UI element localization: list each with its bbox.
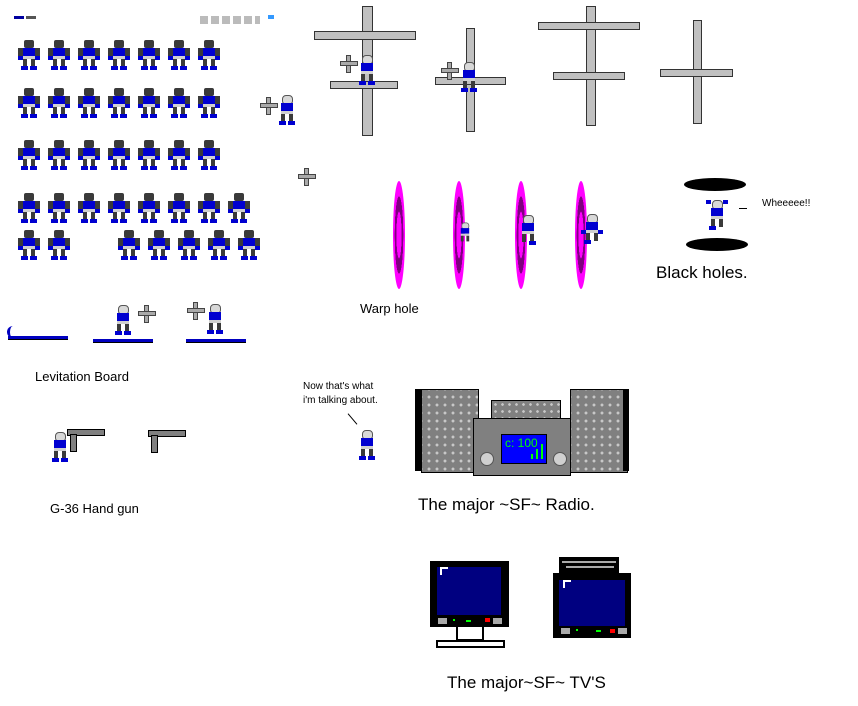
robot-sprite (138, 40, 160, 70)
robot-sprite (238, 230, 260, 260)
radio-knob-left (480, 452, 494, 466)
black-holes-label: Black holes. (656, 263, 748, 282)
robot-sprite (198, 40, 220, 70)
warp-hole-2 (453, 181, 465, 289)
shuriken-icon (187, 302, 205, 320)
board-tip (7, 326, 14, 338)
robot-sprite-with-gun (49, 432, 71, 462)
robot-sprite (208, 230, 230, 260)
robot-sprite (118, 230, 140, 260)
robot-sprite (18, 193, 40, 223)
robot-sprite (178, 230, 200, 260)
robot-sprite (18, 140, 40, 170)
robot-sprite (78, 88, 100, 118)
palette-swatch (268, 15, 274, 19)
robot-sprite (18, 88, 40, 118)
radio-knob-right (553, 452, 567, 466)
hand-gun-label: G-36 Hand gun (50, 501, 139, 516)
robot-sprite-falling (706, 200, 728, 230)
speech-line-1: Now that's what (303, 381, 374, 392)
shuriken-icon (441, 62, 459, 80)
robot-sprite (168, 88, 190, 118)
speech-tick (347, 413, 358, 425)
robot-sprite-arms-crossed (356, 430, 378, 460)
radio-speaker-left (421, 389, 479, 473)
robot-sprite (78, 140, 100, 170)
helmet-icons (200, 16, 260, 24)
hand-gun-grip (151, 435, 158, 453)
wheee-text: Wheeeee!! (762, 198, 811, 209)
robot-sprite (138, 88, 160, 118)
robot-sprite (108, 40, 130, 70)
radio-top (491, 400, 561, 420)
tv-box-top (559, 557, 619, 573)
levitation-board (8, 336, 68, 340)
robot-sprite-on-board (204, 304, 226, 334)
palette-swatch (26, 16, 36, 19)
robot-sprite (18, 40, 40, 70)
hand-gun-barrel (148, 430, 186, 437)
robot-sprite (48, 193, 70, 223)
robot-sprite-on-cross (356, 55, 378, 85)
levitation-board (186, 339, 246, 343)
robot-sprite (198, 88, 220, 118)
robot-sprite-warping (581, 214, 603, 244)
shuriken-icon (298, 168, 316, 186)
robot-sprite (48, 140, 70, 170)
levitation-board (93, 339, 153, 343)
robot-sprite (48, 40, 70, 70)
robot-sprite (168, 140, 190, 170)
shuriken-icon (138, 305, 156, 323)
warp-hole-4 (575, 181, 587, 289)
robot-sprite (168, 40, 190, 70)
tv-stand-base (436, 640, 505, 648)
tv-corner (563, 580, 571, 588)
robot-sprite (168, 193, 190, 223)
robot-sprite (18, 230, 40, 260)
speech-line-2: i'm talking about. (303, 395, 378, 406)
robot-sprite (198, 193, 220, 223)
robot-sprite-throwing (276, 95, 298, 125)
hand-gun-barrel (67, 429, 105, 436)
warp-hole-3 (515, 181, 527, 289)
tv-screen (437, 567, 501, 615)
radio-display-text: c: 100 (505, 436, 538, 450)
palette-swatch (14, 16, 24, 19)
speech-tick (739, 208, 747, 209)
shuriken-icon (340, 55, 358, 73)
tv-screen (559, 580, 625, 626)
radio-title: The major ~SF~ Radio. (418, 495, 595, 514)
robot-sprite (48, 230, 70, 260)
robot-sprite-on-cross (458, 62, 480, 92)
warp-hole-1 (393, 181, 405, 289)
robot-sprite (78, 193, 100, 223)
robot-sprite (108, 140, 130, 170)
robot-sprite (48, 88, 70, 118)
robot-sprite (108, 193, 130, 223)
robot-sprite-warping (457, 222, 472, 244)
tv-corner (440, 567, 448, 575)
robot-sprite (228, 193, 250, 223)
radio-display: c: 100 (501, 434, 547, 464)
shuriken-icon (260, 97, 278, 115)
tv-title: The major~SF~ TV'S (447, 673, 606, 692)
robot-sprite (138, 193, 160, 223)
robot-sprite (148, 230, 170, 260)
robot-sprite (198, 140, 220, 170)
hand-gun-grip (70, 434, 77, 452)
radio-speaker-right (570, 389, 628, 473)
robot-sprite (138, 140, 160, 170)
robot-sprite (108, 88, 130, 118)
robot-sprite-on-board (112, 305, 134, 335)
tv-stand (456, 627, 484, 641)
warp-hole-label: Warp hole (360, 301, 419, 316)
black-hole-top (684, 178, 746, 191)
black-hole-bottom (686, 238, 748, 251)
robot-sprite (78, 40, 100, 70)
robot-sprite-warping (517, 215, 539, 245)
levitation-board-label: Levitation Board (35, 369, 129, 384)
